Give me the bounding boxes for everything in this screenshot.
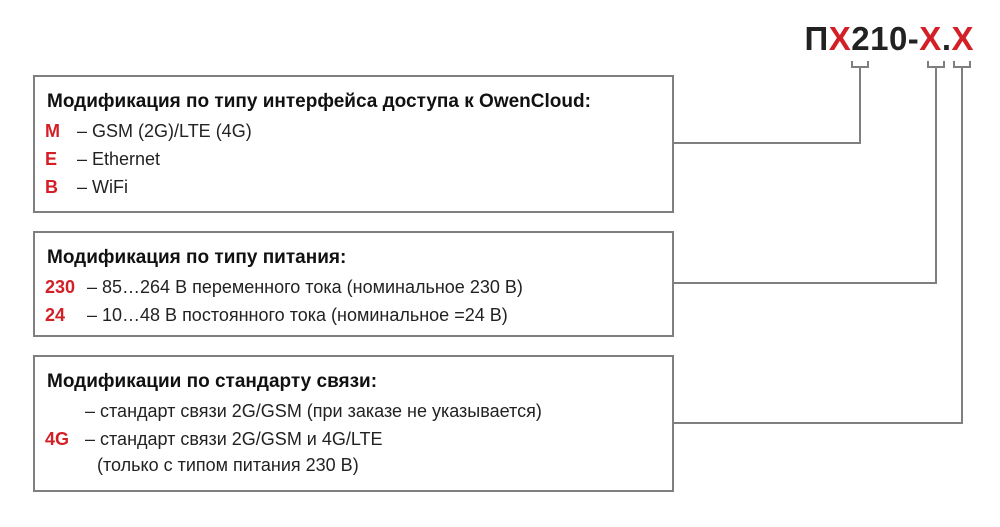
- interface-option-b: В – WiFi: [45, 177, 128, 198]
- connector-power: [674, 67, 937, 284]
- code-placeholder-interface: Х: [828, 20, 852, 57]
- power-title: Модификация по типу питания:: [47, 247, 347, 268]
- power-modification-box: Модификация по типу питания: 230 – 85…264…: [33, 231, 674, 337]
- product-code: ПХ210-Х.Х: [805, 20, 975, 58]
- interface-title: Модификация по типу интерфейса доступа к…: [47, 91, 591, 112]
- option-key: М: [45, 121, 60, 141]
- option-key: В: [45, 177, 58, 197]
- option-text: (только с типом питания 230 В): [97, 455, 359, 475]
- power-option-230: 230 – 85…264 В переменного тока (номиналь…: [45, 277, 523, 298]
- bracket-standard: [953, 61, 971, 68]
- option-key: 230: [45, 277, 76, 297]
- option-text: – 85…264 В переменного тока (номинальное…: [87, 277, 523, 297]
- standard-option-4g-note: (только с типом питания 230 В): [45, 455, 359, 476]
- bracket-power: [927, 61, 945, 68]
- interface-option-e: Е – Ethernet: [45, 149, 160, 170]
- standard-option-default: – стандарт связи 2G/GSM (при заказе не у…: [45, 401, 542, 422]
- code-dot: .: [941, 20, 952, 57]
- option-key: 24: [45, 305, 66, 325]
- option-text: – стандарт связи 2G/GSM и 4G/LTE: [85, 429, 383, 449]
- code-prefix: П: [804, 20, 829, 57]
- option-key: 4G: [45, 429, 70, 449]
- standard-modification-box: Модификации по стандарту связи: – станда…: [33, 355, 674, 492]
- code-middle: 210-: [851, 20, 920, 57]
- option-text: – Ethernet: [77, 149, 161, 169]
- option-key: Е: [45, 149, 58, 169]
- standard-option-4g: 4G – стандарт связи 2G/GSM и 4G/LTE: [45, 429, 383, 450]
- connector-interface: [674, 67, 861, 144]
- option-text: – WiFi: [77, 177, 128, 197]
- connector-standard: [674, 67, 963, 424]
- interface-option-m: М – GSM (2G)/LTE (4G): [45, 121, 252, 142]
- bracket-interface: [851, 61, 869, 68]
- power-option-24: 24 – 10…48 В постоянного тока (номинально…: [45, 305, 508, 326]
- interface-modification-box: Модификация по типу интерфейса доступа к…: [33, 75, 674, 213]
- option-text: – стандарт связи 2G/GSM (при заказе не у…: [85, 401, 542, 421]
- option-text: – GSM (2G)/LTE (4G): [77, 121, 252, 141]
- standard-title: Модификации по стандарту связи:: [47, 371, 378, 392]
- code-placeholder-power: Х: [919, 20, 942, 57]
- code-placeholder-standard: Х: [951, 20, 974, 57]
- option-text: – 10…48 В постоянного тока (номинальное …: [87, 305, 508, 325]
